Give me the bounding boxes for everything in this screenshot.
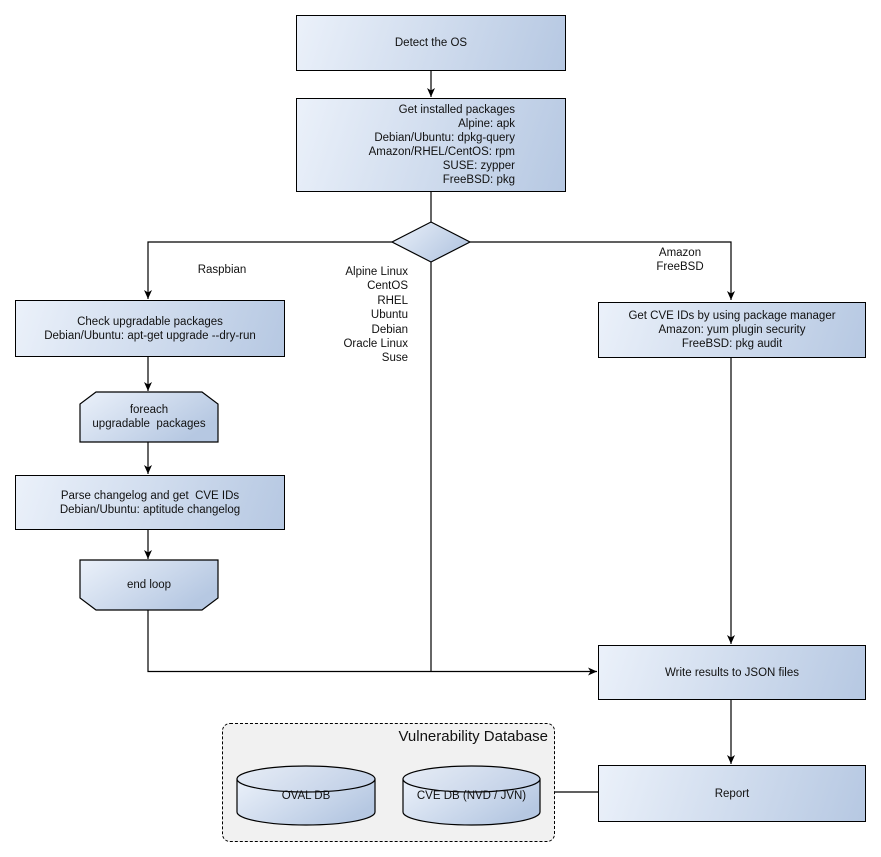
node-get-installed-packages: Get installed packages Alpine: apk Debia… (296, 98, 566, 192)
os-list-item: Suse (381, 352, 408, 365)
node-text-line: FreeBSD: pkg audit (681, 338, 783, 350)
node-report: Report (598, 765, 866, 822)
foreach-loop-label: foreach upgradable packages (80, 392, 218, 442)
node-text-line: Write results to JSON files (665, 666, 799, 679)
node-text-line: foreach (129, 404, 169, 416)
edge-label-raspbian: Raspbian (197, 264, 247, 276)
node-text-line: OVAL DB (281, 790, 331, 802)
node-parse-changelog: Parse changelog and get CVE IDs Debian/U… (15, 475, 285, 530)
node-text-line: Parse changelog and get CVE IDs (60, 489, 240, 502)
node-text-line: Get installed packages (398, 104, 515, 116)
node-text-line: Debian/Ubuntu: dpkg-query (374, 132, 515, 144)
node-text-line: Report (714, 787, 750, 800)
os-list-item: RHEL (377, 294, 408, 307)
node-text-line: Amazon: yum plugin security (658, 324, 806, 336)
edge-label-amazon-freebsd: Amazon FreeBSD (630, 246, 730, 275)
os-list-item: Oracle Linux (343, 338, 408, 351)
node-text-line: Alpine: apk (458, 118, 515, 130)
node-write-results: Write results to JSON files (598, 645, 866, 700)
os-list-item: Alpine Linux (345, 266, 408, 278)
node-text-line: Debian/Ubuntu: apt-get upgrade --dry-run (44, 329, 256, 342)
edge-label-amazon: Amazon (658, 247, 702, 259)
cve-db-label: CVE DB (NVD / JVN) (403, 782, 540, 810)
node-text-line: Debian/Ubuntu: aptitude changelog (59, 503, 241, 516)
node-text-line: Get CVE IDs by using package manager (628, 310, 836, 322)
node-text-line: Check upgradable packages (77, 315, 223, 328)
end-loop-label: end loop (80, 560, 218, 610)
node-text-line: Detect the OS (394, 37, 468, 49)
node-text-line: end loop (126, 579, 172, 591)
node-text-line: CVE DB (NVD / JVN) (416, 790, 527, 802)
node-text-line: FreeBSD: pkg (442, 174, 515, 186)
os-list-item: Ubuntu (370, 309, 408, 322)
node-get-cve-ids: Get CVE IDs by using package manager Ama… (598, 302, 866, 358)
node-detect-os: Detect the OS (296, 15, 566, 71)
os-list-item: Debian (371, 323, 408, 336)
edge-label-freebsd: FreeBSD (656, 261, 704, 274)
node-text-line: Amazon/RHEL/CentOS: rpm (368, 146, 515, 158)
vulnerability-database-title: Vulnerability Database (398, 728, 548, 745)
node-check-upgradable-packages: Check upgradable packages Debian/Ubuntu:… (15, 300, 285, 357)
node-text-line: upgradable packages (92, 418, 206, 430)
connector-endloop-to-write-results (147, 610, 597, 676)
os-list-item: CentOS (367, 280, 408, 293)
os-decision-diamond (390, 221, 472, 263)
oval-db-label: OVAL DB (237, 782, 375, 810)
edge-label-os-list: Alpine Linux CentOS RHEL Ubuntu Debian O… (300, 265, 408, 366)
node-text-line: SUSE: zypper (442, 160, 515, 172)
